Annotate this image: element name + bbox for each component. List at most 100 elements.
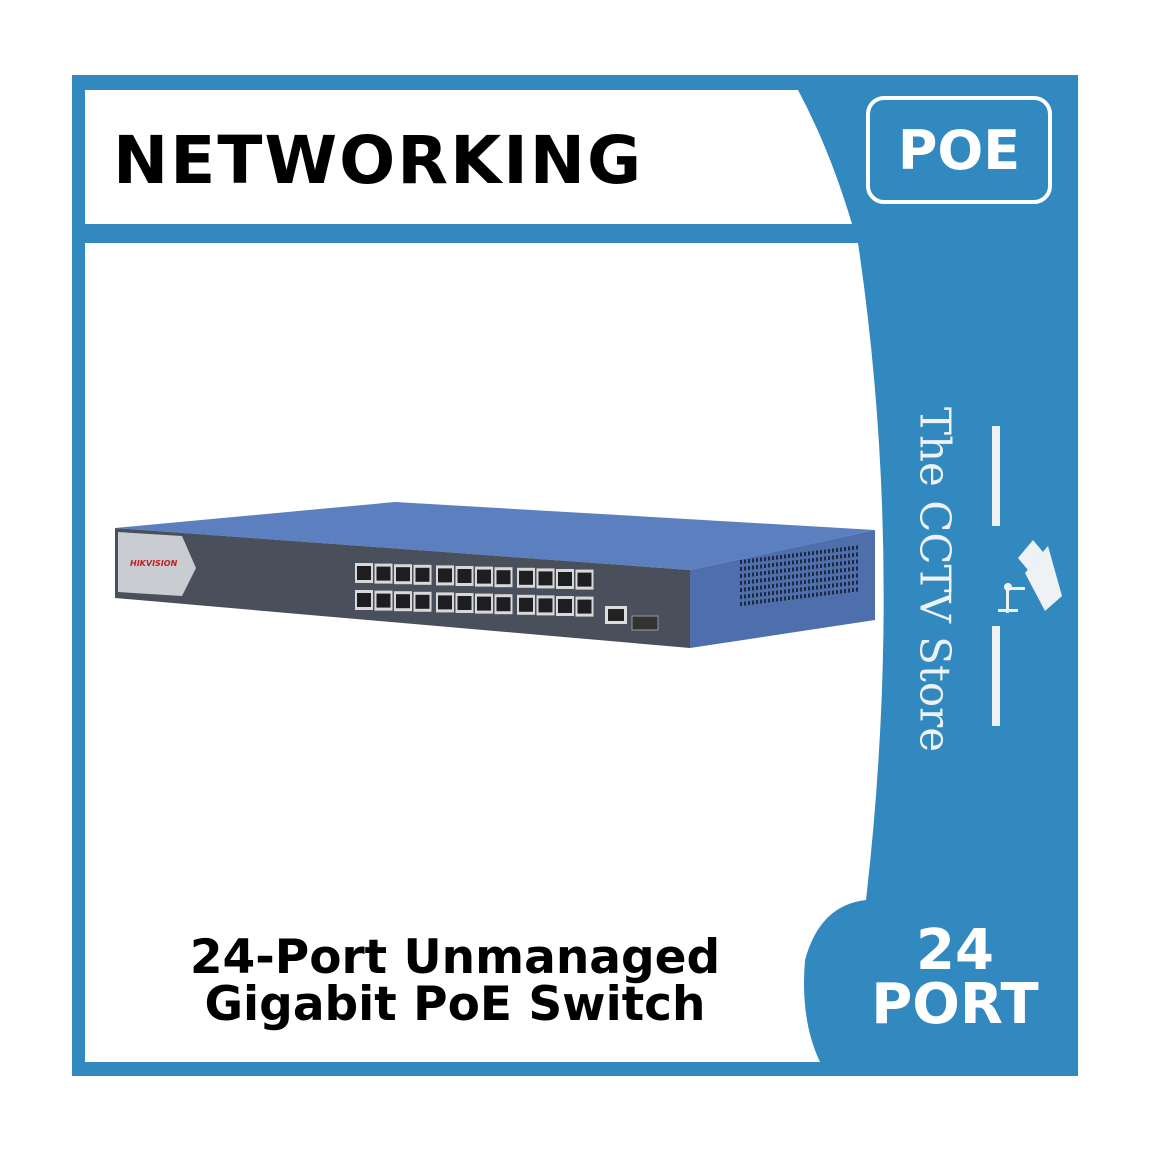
port-count-number: 24 [916, 918, 994, 983]
vent-slot [740, 560, 742, 564]
vent-slot [824, 556, 826, 561]
vent-slot [792, 574, 794, 579]
vent-slot [844, 582, 846, 586]
vent-slot [852, 567, 854, 571]
vent-slot [800, 559, 802, 564]
vent-slot [828, 556, 830, 560]
network-switch-image: HIKVISION [115, 502, 875, 648]
vent-slot [756, 558, 758, 562]
vent-slot [752, 558, 754, 563]
vent-slot [840, 582, 842, 587]
vent-slot [828, 570, 830, 574]
vent-slot [744, 594, 746, 599]
vent-slot [856, 559, 858, 564]
vent-slot [744, 566, 746, 571]
ethernet-port-socket [376, 566, 391, 581]
vent-slot [772, 556, 774, 560]
vent-slot [772, 577, 774, 581]
vent-slot [796, 581, 798, 585]
vent-slot [744, 559, 746, 564]
vent-slot [792, 588, 794, 593]
vent-slot [800, 594, 802, 599]
vent-slot [824, 591, 826, 596]
ethernet-port-socket [415, 567, 430, 582]
product-name-line1: 24-Port Unmanaged [189, 930, 721, 985]
vent-slot [844, 561, 846, 565]
vent-slot [832, 569, 834, 574]
vent-slot [740, 602, 742, 606]
vent-slot [836, 583, 838, 587]
vent-slot [776, 590, 778, 595]
vent-slot [784, 561, 786, 566]
vent-slot [836, 562, 838, 566]
vent-slot [856, 573, 858, 578]
vent-slot [824, 563, 826, 568]
vent-slot [772, 563, 774, 567]
vent-slot [844, 589, 846, 593]
vent-slot [804, 552, 806, 556]
vent-slot [844, 547, 846, 551]
vent-slot [804, 580, 806, 584]
vent-slot [852, 553, 854, 557]
ethernet-port-socket [496, 597, 511, 612]
product-name: 24-Port Unmanaged Gigabit PoE Switch [120, 934, 790, 1028]
ethernet-port-socket [558, 572, 572, 586]
vent-slot [820, 557, 822, 561]
vent-slot [784, 575, 786, 580]
vent-slot [768, 591, 770, 596]
vent-slot [832, 555, 834, 560]
vent-slot [764, 571, 766, 575]
vent-slot [856, 566, 858, 571]
ethernet-port-socket [538, 598, 553, 613]
ethernet-port-socket [519, 570, 533, 585]
vent-slot [832, 576, 834, 581]
vent-slot [848, 581, 850, 586]
ethernet-port-socket [357, 566, 371, 580]
vent-slot [764, 592, 766, 596]
vent-slot [840, 561, 842, 566]
ethernet-port-socket [477, 569, 491, 584]
vent-slot [852, 560, 854, 564]
vent-slot [820, 571, 822, 575]
vent-slot [816, 564, 818, 569]
vent-slot [836, 590, 838, 594]
vent-slot [832, 590, 834, 595]
vent-slot [776, 562, 778, 567]
ethernet-port-socket [396, 594, 410, 609]
vent-slot [824, 584, 826, 589]
vent-slot [780, 576, 782, 580]
vent-slot [844, 568, 846, 572]
vent-slot [852, 574, 854, 578]
vent-slot [792, 567, 794, 572]
vent-slot [780, 590, 782, 594]
vent-slot [788, 575, 790, 579]
ethernet-port-socket [577, 599, 592, 614]
vent-slot [764, 564, 766, 568]
vent-slot [760, 557, 762, 562]
vent-slot [784, 596, 786, 601]
vent-slot [840, 568, 842, 573]
vent-slot [768, 563, 770, 568]
vent-slot [760, 585, 762, 590]
ethernet-port-socket [538, 571, 553, 586]
vent-slot [784, 589, 786, 594]
vent-slot [756, 565, 758, 569]
vent-slot [748, 587, 750, 591]
ethernet-port-socket [496, 570, 511, 585]
vent-slot [812, 586, 814, 590]
vent-slot [748, 594, 750, 598]
vent-slot [788, 589, 790, 593]
vent-slot [768, 570, 770, 575]
vent-slot [772, 584, 774, 588]
vent-slot [748, 573, 750, 577]
vent-slot [816, 578, 818, 583]
vent-slot [740, 574, 742, 578]
vent-slot [800, 566, 802, 571]
poe-badge: POE [866, 96, 1052, 204]
vent-slot [812, 572, 814, 576]
vent-slot [848, 574, 850, 579]
vent-slot [792, 581, 794, 586]
vent-slot [808, 558, 810, 563]
vent-slot [828, 549, 830, 553]
